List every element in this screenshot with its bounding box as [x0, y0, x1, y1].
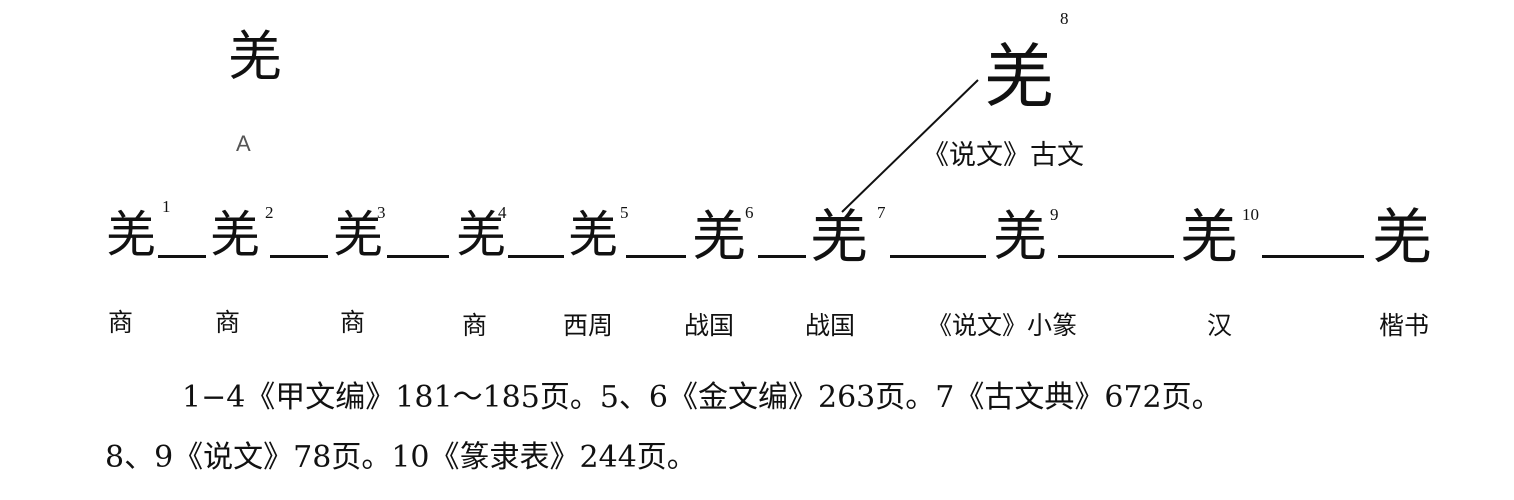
- sequence-era-kaishu: 楷书: [1379, 311, 1430, 340]
- sequence-era-7: 战国: [805, 311, 856, 340]
- guwen-number: 8: [1060, 9, 1069, 28]
- sequence-era-9: 《说文》小篆: [927, 311, 1078, 340]
- sequence-glyph-10: 羌: [1180, 203, 1239, 271]
- sequence-number-4: 4: [498, 203, 507, 222]
- sequence-number-2: 2: [265, 203, 274, 222]
- guwen-glyph: 羌: [984, 36, 1054, 118]
- sequence-glyph-1: 羌: [106, 206, 156, 264]
- source-note-line2: 8、9《说文》78页。10《篆隶表》244页。: [105, 440, 697, 475]
- sequence-glyph-3: 羌: [333, 206, 383, 264]
- evolution-dash: [890, 255, 986, 258]
- evolution-dash: [758, 255, 806, 258]
- evolution-dash: [1058, 255, 1174, 258]
- evolution-dash: [626, 255, 686, 258]
- sequence-glyph-4: 羌: [456, 206, 506, 264]
- sequence-number-10: 10: [1242, 205, 1259, 224]
- evolution-dash: [1262, 255, 1364, 258]
- sequence-number-9: 9: [1050, 205, 1059, 224]
- sequence-era-3: 商: [340, 308, 366, 337]
- sequence-number-5: 5: [620, 203, 629, 222]
- evolution-dash: [158, 255, 206, 258]
- sequence-number-6: 6: [745, 203, 754, 222]
- variant-a-glyph: 羌: [228, 25, 282, 88]
- evolution-dash: [270, 255, 328, 258]
- evolution-dash: [508, 255, 564, 258]
- sequence-glyph-7: 羌: [810, 203, 869, 271]
- sequence-number-1: 1: [162, 197, 171, 216]
- sequence-era-6: 战国: [684, 311, 735, 340]
- sequence-glyph-6: 羌: [692, 205, 746, 268]
- guwen-caption: 《说文》古文: [922, 140, 1084, 171]
- sequence-glyph-9: 羌: [993, 205, 1047, 268]
- sequence-era-10: 汉: [1207, 311, 1233, 340]
- sequence-glyph-2: 羌: [210, 206, 260, 264]
- source-note-line1: 1−4《甲文编》181～185页。5、6《金文编》263页。7《古文典》672页…: [182, 380, 1222, 415]
- sequence-era-5: 西周: [563, 311, 614, 340]
- sequence-era-2: 商: [215, 308, 241, 337]
- sequence-glyph-kaishu: 羌: [1372, 203, 1432, 273]
- evolution-dash: [387, 255, 449, 258]
- sequence-number-3: 3: [377, 203, 386, 222]
- sequence-number-7: 7: [877, 203, 886, 222]
- sequence-era-4: 商: [462, 311, 488, 340]
- sequence-era-1: 商: [108, 308, 134, 337]
- variant-a-label: A: [236, 131, 251, 156]
- sequence-glyph-5: 羌: [568, 206, 618, 264]
